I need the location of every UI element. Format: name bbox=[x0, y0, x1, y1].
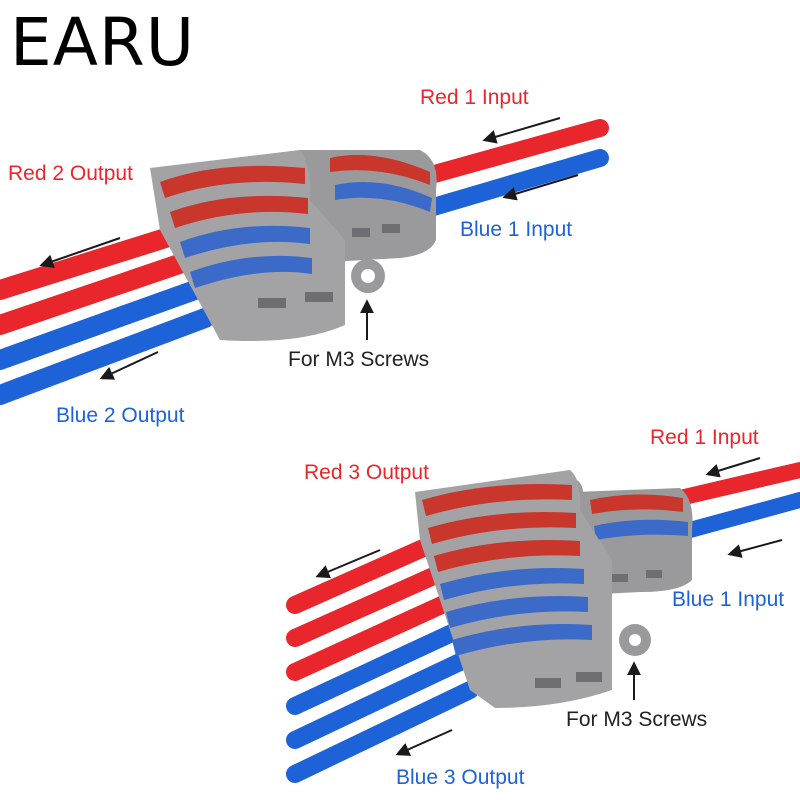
bottom-blue-lever bbox=[440, 568, 584, 600]
top-red-lever bbox=[170, 195, 308, 228]
bottom-blue-input-wire bbox=[682, 492, 800, 538]
bottom-red-input-wire bbox=[672, 462, 800, 506]
bottom-red-input-arrow bbox=[705, 457, 761, 478]
top-red-output-wire bbox=[0, 252, 195, 335]
top-red-input-arrow bbox=[482, 117, 561, 144]
top-connector bbox=[0, 117, 609, 405]
bottom-red-lever bbox=[422, 484, 572, 516]
bottom-blue-lever bbox=[594, 519, 688, 540]
bottom-red-output-wire bbox=[286, 536, 439, 614]
top-blue-output-wire bbox=[0, 280, 205, 370]
bottom-red-lever bbox=[434, 540, 580, 572]
top-red-lever bbox=[330, 155, 430, 185]
bottom-red-output-wire bbox=[286, 565, 447, 647]
bottom-blue-output-arrow bbox=[395, 729, 453, 756]
top-blue-lever bbox=[335, 181, 432, 212]
bottom-blue-output-wire bbox=[286, 623, 463, 715]
top-blue-input-arrow bbox=[502, 174, 579, 201]
bottom-blue-lever bbox=[452, 624, 592, 656]
bottom-blue-output-wire bbox=[286, 681, 479, 783]
top-blue-input-label: Blue 1 Input bbox=[460, 218, 573, 241]
top-red-input-label: Red 1 Input bbox=[420, 86, 529, 109]
top-blue-lever bbox=[180, 225, 310, 258]
top-blue-output-label: Blue 2 Output bbox=[56, 404, 185, 427]
bottom-blue-lever bbox=[446, 596, 588, 628]
bottom-connector bbox=[286, 457, 800, 783]
bottom-red-lever bbox=[590, 494, 683, 514]
bottom-blue-input-arrow bbox=[727, 539, 783, 558]
bottom-blue-output-label: Blue 3 Output bbox=[396, 766, 525, 789]
top-red-lever bbox=[160, 165, 305, 198]
bottom-red-output-arrow bbox=[315, 549, 381, 579]
bottom-red-lever bbox=[428, 512, 576, 544]
top-blue-input-wire bbox=[421, 149, 609, 217]
top-screw-label: For M3 Screws bbox=[288, 348, 430, 371]
bottom-blue-output-wire bbox=[286, 652, 471, 749]
brand-logo: EARU bbox=[10, 4, 196, 81]
bottom-red-output-label: Red 3 Output bbox=[304, 461, 429, 484]
top-red-output-arrow bbox=[39, 237, 121, 268]
top-red-output-wire bbox=[0, 225, 185, 300]
top-blue-lever bbox=[190, 255, 312, 288]
bottom-screw-label: For M3 Screws bbox=[566, 708, 708, 731]
bottom-red-input-label: Red 1 Input bbox=[650, 426, 759, 449]
top-blue-output-wire bbox=[0, 308, 215, 405]
top-red-output-label: Red 2 Output bbox=[8, 162, 133, 185]
top-red-input-wire bbox=[411, 119, 609, 187]
bottom-blue-input-label: Blue 1 Input bbox=[672, 588, 785, 611]
bottom-red-output-wire bbox=[286, 594, 455, 681]
top-blue-output-arrow bbox=[99, 351, 159, 380]
